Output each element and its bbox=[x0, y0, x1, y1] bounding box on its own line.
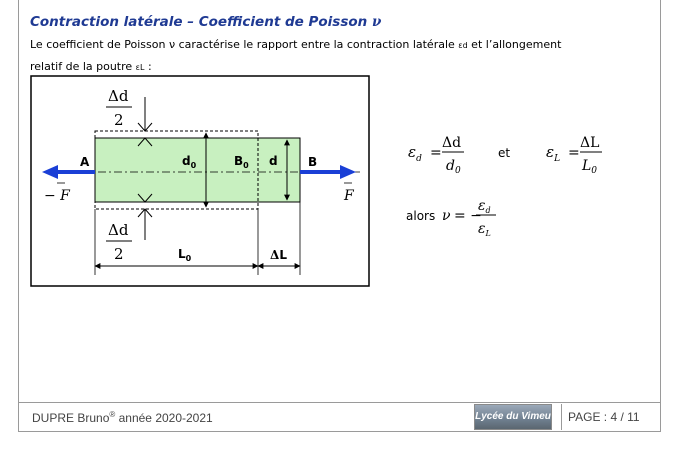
page-number-box bbox=[561, 404, 661, 430]
delta-d-top-num: Δd bbox=[108, 87, 129, 105]
frac1-den: d0 bbox=[446, 158, 461, 176]
label-A: A bbox=[80, 155, 90, 169]
beam-diagram: A B d0 B0 d L0 ΔL Δd 2 Δd 2 − F F bbox=[30, 75, 370, 287]
frac1-num: Δd bbox=[442, 135, 461, 151]
label-B-end: B bbox=[308, 155, 317, 169]
page-border-right bbox=[660, 0, 661, 432]
paragraph-text: : bbox=[144, 60, 152, 73]
epsilon-L-symbol: εL bbox=[135, 63, 145, 72]
page-number: PAGE : 4 / 11 bbox=[568, 410, 640, 424]
paragraph-text: relatif de la poutre bbox=[30, 60, 136, 73]
footer-top-rule bbox=[19, 402, 661, 403]
paragraph-line-1: Le coefficient de Poisson ν caractérise … bbox=[30, 38, 561, 51]
frac3-den: εL bbox=[478, 221, 491, 238]
label-minus-F: − F bbox=[44, 188, 71, 204]
frac2-num: ΔL bbox=[580, 135, 599, 151]
equals-1: = bbox=[430, 145, 442, 161]
label-d: d bbox=[269, 154, 278, 168]
eps-L-symbol: εL bbox=[546, 143, 560, 164]
delta-d-top-arrow-2 bbox=[137, 137, 153, 147]
section-title-text: Contraction latérale – Coefficient de Po… bbox=[30, 14, 368, 30]
author-name: DUPRE Bruno bbox=[32, 411, 110, 425]
label-B0: B0 bbox=[234, 154, 249, 170]
eps-d-symbol: εd bbox=[408, 143, 422, 164]
formulas: εd = Δd d0 et εL = ΔL L0 alors ν = − εd … bbox=[406, 135, 602, 238]
delta-d-bottom-num: Δd bbox=[108, 221, 129, 239]
word-et: et bbox=[498, 146, 510, 160]
school-logo: Lycée du Vimeu bbox=[474, 404, 552, 430]
word-alors: alors bbox=[406, 209, 435, 223]
paragraph-text: Le coefficient de Poisson bbox=[30, 38, 169, 51]
label-d0: d0 bbox=[182, 154, 197, 170]
nu-symbol-formula: ν bbox=[442, 208, 451, 224]
nu-symbol: ν bbox=[168, 38, 176, 51]
label-L0: L0 bbox=[178, 247, 192, 263]
force-right-arrowhead bbox=[340, 165, 356, 179]
delta-d-bottom-arrow bbox=[137, 193, 153, 203]
delta-d-bottom-den: 2 bbox=[114, 245, 124, 263]
registered-mark: ® bbox=[109, 410, 116, 419]
paragraph-text: et l’allongement bbox=[467, 38, 562, 51]
page-border-left bbox=[18, 0, 19, 432]
beam-body bbox=[94, 137, 301, 203]
section-title: Contraction latérale – Coefficient de Po… bbox=[30, 14, 381, 30]
paragraph-line-2: relatif de la poutre εL : bbox=[30, 60, 152, 73]
delta-d-top-arrow bbox=[137, 122, 153, 132]
delta-d-bottom-arrow-2 bbox=[137, 208, 153, 218]
section-title-symbol: ν bbox=[371, 14, 382, 30]
footer-author: DUPRE Bruno® année 2020-2021 bbox=[32, 410, 213, 425]
footer-bottom-rule bbox=[19, 431, 661, 432]
force-left-arrowhead bbox=[42, 165, 58, 179]
equals-minus: = − bbox=[454, 208, 482, 224]
label-F: F bbox=[343, 188, 355, 204]
force-arrows bbox=[42, 165, 356, 179]
paragraph-text: caractérise le rapport entre la contract… bbox=[175, 38, 459, 51]
equals-2: = bbox=[568, 145, 580, 161]
label-deltaL: ΔL bbox=[270, 248, 287, 262]
epsilon-d-symbol: εd bbox=[458, 41, 468, 50]
delta-d-top-den: 2 bbox=[114, 111, 124, 129]
frac3-num: εd bbox=[478, 198, 491, 215]
school-year: année 2020-2021 bbox=[115, 411, 213, 425]
frac2-den: L0 bbox=[581, 158, 597, 176]
